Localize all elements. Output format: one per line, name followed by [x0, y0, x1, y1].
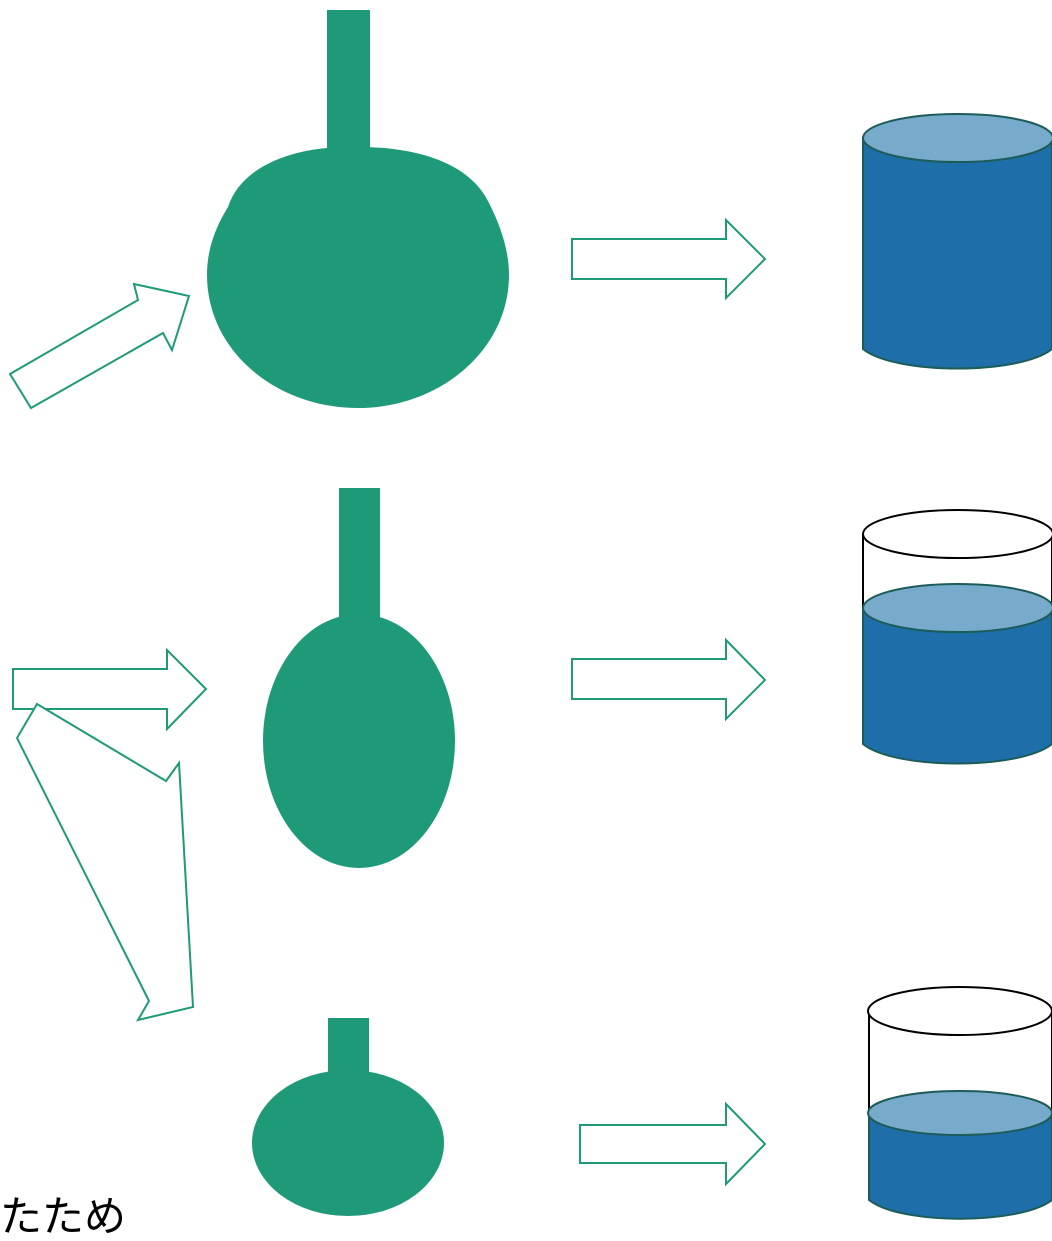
cup-low	[867, 986, 1052, 1220]
cup-partial	[862, 509, 1052, 765]
bulb-small	[252, 1018, 444, 1216]
cup-full	[862, 113, 1052, 370]
input-arrow-up-right	[8, 282, 191, 410]
row-large	[8, 10, 1052, 410]
input-arrow-down-right	[15, 702, 195, 1022]
row-small	[15, 702, 1052, 1220]
output-arrow-right	[579, 1101, 767, 1187]
footer-text-fragment: たため	[0, 1192, 127, 1241]
bulb-large	[207, 10, 509, 408]
output-arrow-right	[571, 217, 767, 301]
row-medium	[12, 488, 1052, 868]
bulb-medium	[263, 488, 455, 868]
output-arrow-right	[571, 637, 767, 722]
